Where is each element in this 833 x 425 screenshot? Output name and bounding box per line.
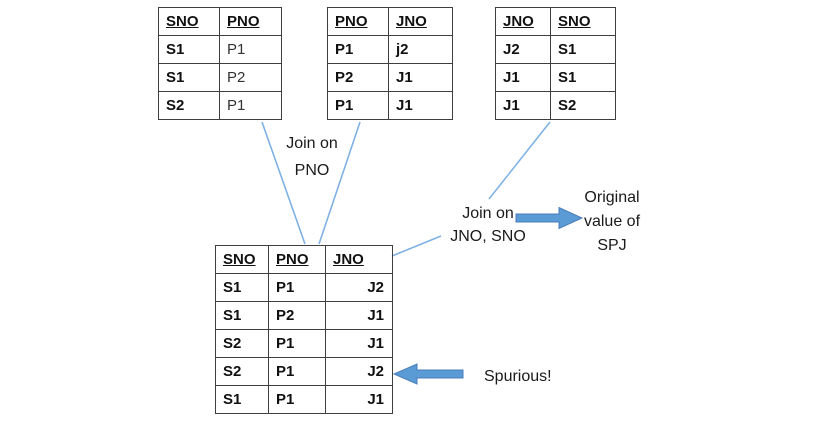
table-cell: S1 bbox=[550, 63, 616, 92]
table-cell: P2 bbox=[268, 301, 326, 330]
table-cell: S2 bbox=[215, 329, 269, 358]
table-cell: P1 bbox=[268, 329, 326, 358]
column-header: PNO bbox=[219, 7, 282, 36]
connector-spj-to-join-label bbox=[391, 235, 442, 257]
table-cell: S1 bbox=[215, 385, 269, 414]
column-header: PNO bbox=[268, 245, 326, 274]
column-header: SNO bbox=[215, 245, 269, 274]
table-cell: P1 bbox=[219, 91, 282, 120]
table-cell: S1 bbox=[215, 273, 269, 302]
table-cell: P1 bbox=[268, 357, 326, 386]
table-cell: j2 bbox=[388, 35, 453, 64]
label-join-on-jno-sno: Join on JNO, SNO bbox=[450, 205, 526, 245]
table-cell: J1 bbox=[495, 91, 551, 120]
column-header: PNO bbox=[327, 7, 389, 36]
table-cell: S2 bbox=[550, 91, 616, 120]
label-original-value-of-spj: Original value of SPJ bbox=[583, 189, 641, 254]
column-header: SNO bbox=[550, 7, 616, 36]
left-arrow-icon bbox=[392, 363, 464, 385]
table-cell: P2 bbox=[327, 63, 389, 92]
column-header: SNO bbox=[158, 7, 220, 36]
column-header: JNO bbox=[495, 7, 551, 36]
table-cell: J1 bbox=[388, 91, 453, 120]
table-cell: S2 bbox=[215, 357, 269, 386]
table-cell: S2 bbox=[158, 91, 220, 120]
table-cell: J2 bbox=[495, 35, 551, 64]
table-cell: P1 bbox=[268, 385, 326, 414]
table-cell: J1 bbox=[495, 63, 551, 92]
table-cell: J2 bbox=[325, 357, 393, 386]
label-spurious: Spurious! bbox=[484, 368, 552, 385]
table-cell: S1 bbox=[158, 63, 220, 92]
connector-js-to-join-label bbox=[488, 121, 551, 200]
table-cell: P1 bbox=[219, 35, 282, 64]
table-cell: J1 bbox=[388, 63, 453, 92]
table-cell: P1 bbox=[268, 273, 326, 302]
table-cell: P2 bbox=[219, 63, 282, 92]
table-cell: J1 bbox=[325, 385, 393, 414]
label-join-on-pno: Join on PNO bbox=[286, 135, 338, 179]
table-cell: J1 bbox=[325, 301, 393, 330]
column-header: JNO bbox=[325, 245, 393, 274]
table-cell: S1 bbox=[215, 301, 269, 330]
table-cell: P1 bbox=[327, 35, 389, 64]
table-cell: S1 bbox=[158, 35, 220, 64]
table-cell: J1 bbox=[325, 329, 393, 358]
table-cell: J2 bbox=[325, 273, 393, 302]
table-cell: P1 bbox=[327, 91, 389, 120]
table-cell: S1 bbox=[550, 35, 616, 64]
column-header: JNO bbox=[388, 7, 453, 36]
